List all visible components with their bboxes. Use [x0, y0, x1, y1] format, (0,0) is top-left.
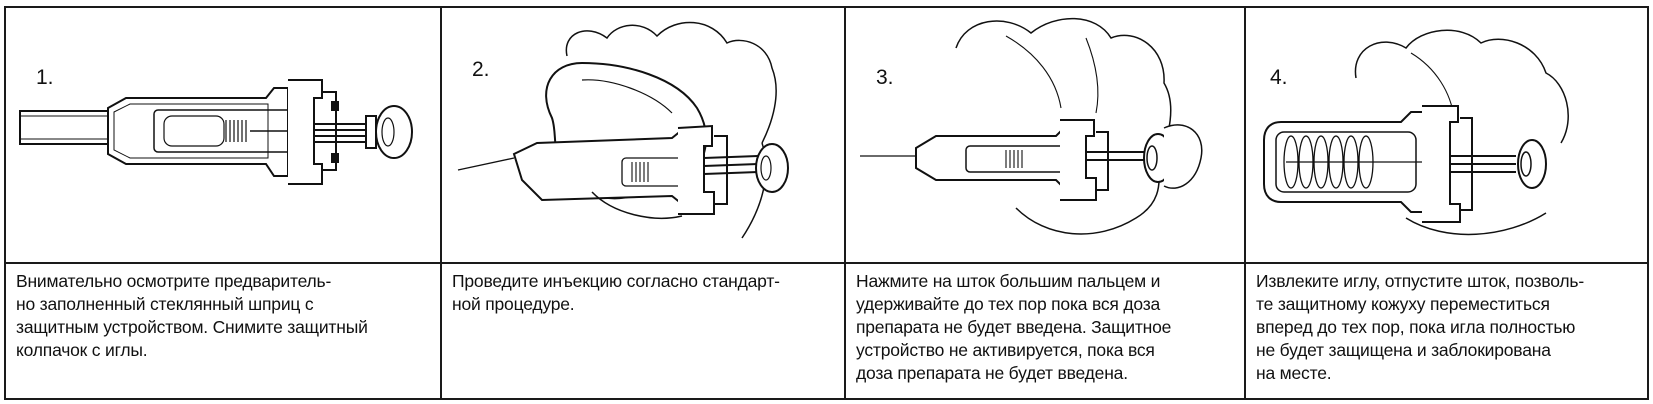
text-line: вперед до тех пор, пока игла полностью — [1256, 317, 1576, 337]
thumb-press-illustration — [860, 17, 1203, 235]
text-line: доза препарата не будет введена. — [856, 363, 1128, 383]
text-line: те защитному кожуху переместиться — [1256, 294, 1550, 314]
step-number: 3. — [876, 66, 894, 89]
guard-activated-illustration — [1263, 29, 1569, 236]
step-3: 3. — [844, 8, 1244, 398]
text-line: на месте. — [1256, 363, 1332, 383]
step-4-text: Извлеките иглу, отпустите шток, позволь-… — [1256, 270, 1637, 385]
step-2-text: Проведите инъекцию согласно стандарт- но… — [452, 270, 834, 316]
step-number: 4. — [1270, 66, 1288, 89]
text-line: но заполненный стеклянный шприц с — [16, 294, 314, 314]
text-line: ной процедуре. — [452, 294, 575, 314]
step-1-illustration: 1. — [6, 8, 440, 264]
hand-syringe-illustration — [457, 21, 789, 239]
text-line: колпачок с иглы. — [16, 340, 148, 360]
step-1-text: Внимательно осмотрите предваритель- но з… — [16, 270, 430, 362]
text-line: не будет защищена и заблокирована — [1256, 340, 1551, 360]
text-line: препарата не будет введена. Защитное — [856, 317, 1172, 337]
step-number: 1. — [36, 66, 54, 89]
syringe-illustration — [19, 79, 413, 185]
step-4: 4. — [1244, 8, 1647, 398]
step-2: 2. — [440, 8, 844, 398]
step-4-illustration: 4. — [1246, 8, 1647, 264]
text-line: Извлеките иглу, отпустите шток, позволь- — [1256, 271, 1584, 291]
text-line: Внимательно осмотрите предваритель- — [16, 271, 332, 291]
text-line: Нажмите на шток большим пальцем и — [856, 271, 1161, 291]
text-line: устройство не активируется, пока вся — [856, 340, 1155, 360]
step-3-illustration: 3. — [846, 8, 1244, 264]
step-2-illustration: 2. — [442, 8, 844, 264]
step-number: 2. — [472, 58, 490, 81]
text-line: Проведите инъекцию согласно стандарт- — [452, 271, 780, 291]
step-1: 1. — [6, 8, 440, 398]
text-line: защитным устройством. Снимите защитный — [16, 317, 368, 337]
step-3-text: Нажмите на шток большим пальцем и удержи… — [856, 270, 1234, 385]
text-line: удерживайте до тех пор пока вся доза — [856, 294, 1161, 314]
instruction-table: 1. — [4, 6, 1649, 400]
